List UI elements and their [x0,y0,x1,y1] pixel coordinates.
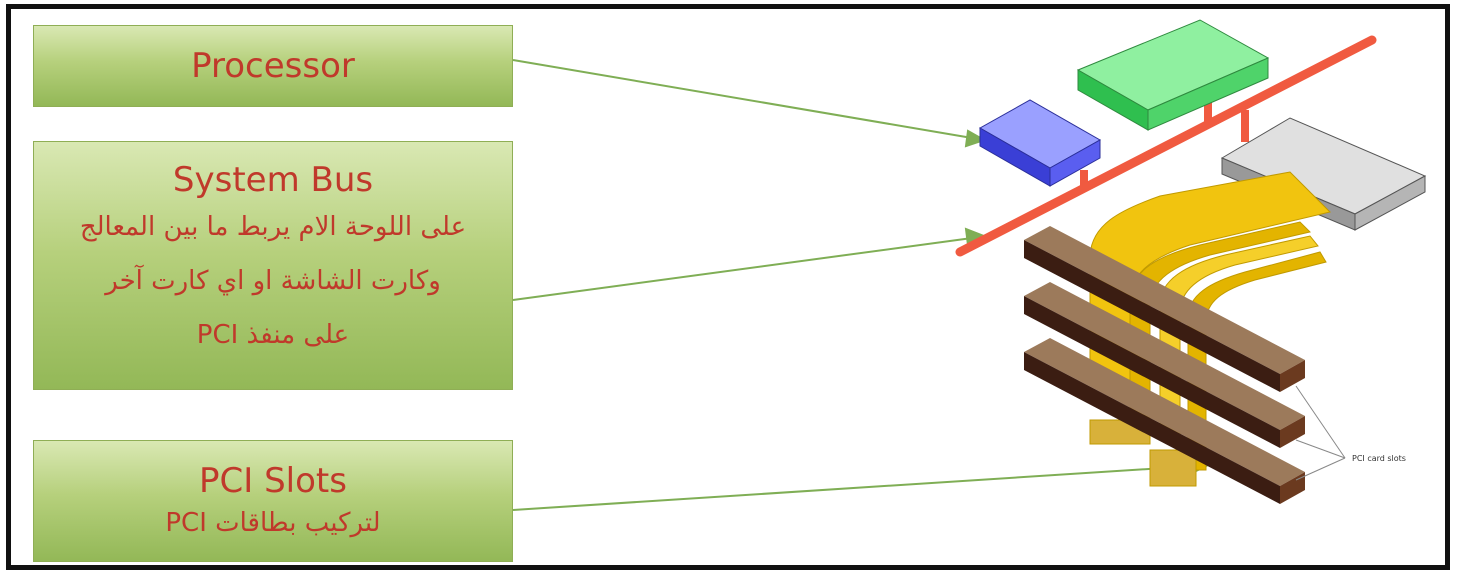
pci-slots-connector [512,465,1196,511]
processor-connector [512,59,973,139]
system-bus-desc-line2: وكارت الشاشة او اي كارت آخر [105,266,441,296]
memory-chip [1076,19,1270,131]
pci-slots-desc: لتركيب بطاقات PCI [165,508,381,538]
pci-slots-box: PCI Slots لتركيب بطاقات PCI [33,440,513,562]
pci-card-slots-pointer [1295,385,1346,481]
system-bus-desc-line3: على منفذ PCI [196,320,350,350]
pci-slot-1 [1024,226,1305,392]
system-bus-title: System Bus [172,160,374,200]
processor-box: Processor [33,25,513,107]
pci-slot-3 [1024,338,1305,504]
pci-slots-title: PCI Slots [199,461,347,501]
connector-arrows [512,59,1211,511]
system-bus-connector [512,237,973,301]
system-bus-desc-line1: على اللوحة الام يربط ما بين المعالج [79,212,467,242]
pci-slot-2 [1024,282,1305,448]
pci-card-slots-label: PCI card slots [1352,454,1406,463]
system-bus-box: System Bus على اللوحة الام يربط ما بين ا… [33,141,513,390]
processor-arrowhead [964,129,987,148]
cpu-chip [978,99,1102,187]
processor-title: Processor [191,46,355,86]
